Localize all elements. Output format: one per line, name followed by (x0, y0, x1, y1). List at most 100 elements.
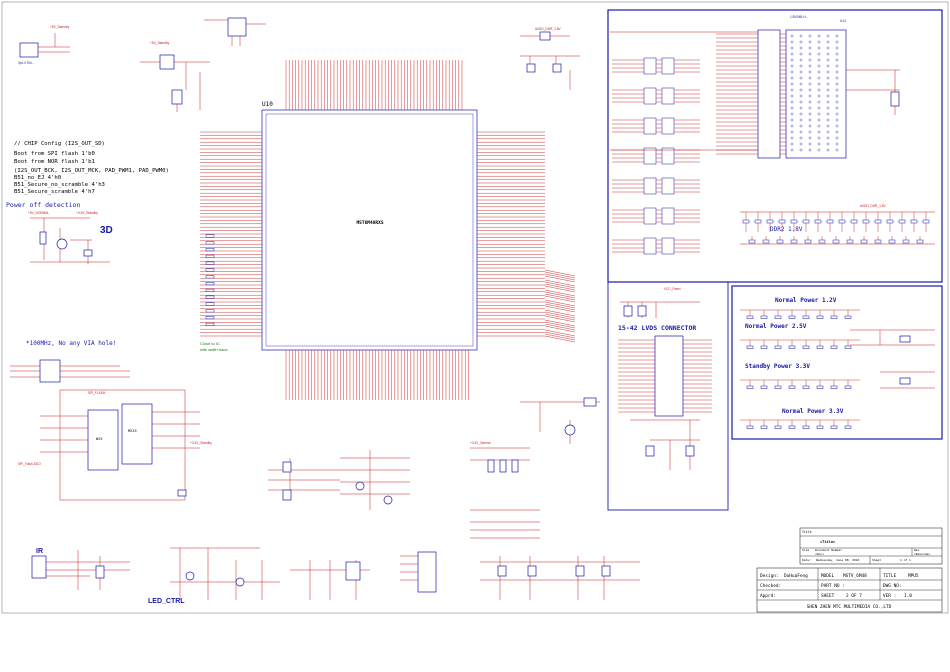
ball-pad (799, 100, 803, 104)
ball-pad (808, 118, 812, 122)
component (830, 385, 838, 389)
ball-pad (808, 64, 812, 68)
component (746, 315, 754, 319)
net-label: +3.3V_Normal (470, 441, 491, 445)
ir-led-circuits: IR LED_CTRL (31, 547, 640, 605)
component (643, 147, 657, 165)
switching-circuits: +3.3V_Normal (268, 397, 600, 539)
model-value: MSTV_6M48 (843, 573, 867, 579)
ball-pad (826, 142, 830, 146)
ball-pad (817, 94, 821, 98)
ball-pad (826, 100, 830, 104)
ball-pad (817, 148, 821, 152)
ball-pad (826, 40, 830, 44)
component (774, 425, 782, 429)
lvds-section: 15-42 LVDS CONNECTOR VCC_Panel (607, 281, 729, 511)
title-field-label: Title (802, 530, 812, 534)
ball-pad (808, 34, 812, 38)
ball-pad (817, 130, 821, 134)
ball-pad (790, 58, 794, 62)
ball-pad (826, 76, 830, 80)
ball-pad (790, 40, 794, 44)
title-field-value: <Title> (820, 540, 836, 544)
component (661, 237, 675, 255)
ball-pad (790, 142, 794, 146)
config-line: // CHIP Config (I2S_OUT_SD) (14, 141, 105, 147)
ball-pad (790, 136, 794, 140)
ball-pad (826, 58, 830, 62)
component (802, 315, 810, 319)
ball-pad (808, 70, 812, 74)
sheet-label: SHEET (821, 593, 835, 599)
ball-pad (835, 70, 839, 74)
ball-pad (790, 106, 794, 110)
component (766, 219, 774, 224)
power-title: Normal Power 1.2V (775, 297, 837, 304)
component (205, 282, 215, 286)
ball-pad (826, 52, 830, 56)
wire (544, 295, 576, 303)
component (661, 147, 675, 165)
ball-pad (826, 112, 830, 116)
component (788, 315, 796, 319)
ball-pad (826, 94, 830, 98)
component (205, 248, 215, 252)
ball-pad (799, 40, 803, 44)
ball-pad (817, 100, 821, 104)
component (661, 57, 675, 75)
wire (544, 291, 576, 299)
ball-pad (817, 52, 821, 56)
ball-pad (808, 148, 812, 152)
ball-pad (817, 142, 821, 146)
component (830, 315, 838, 319)
ball-pad (799, 34, 803, 38)
wire (544, 335, 576, 343)
component (643, 87, 657, 105)
component (922, 219, 930, 224)
ball-pad (826, 118, 830, 122)
power-title: Normal Power 3.3V (782, 408, 844, 415)
ball-pad (826, 82, 830, 86)
ball-pad (799, 88, 803, 92)
component (816, 315, 824, 319)
ball-pad (817, 40, 821, 44)
svg-text:3p1.0 Shi...: 3p1.0 Shi... (18, 61, 34, 65)
ir-label: IR (36, 548, 43, 555)
wire (544, 331, 576, 339)
component (760, 425, 768, 429)
ball-pad (799, 46, 803, 50)
main-ic: U10 MST6M48RXS (200, 60, 576, 400)
component (774, 315, 782, 319)
component (205, 302, 215, 306)
ball-pad (835, 136, 839, 140)
ball-pad (835, 52, 839, 56)
component (916, 239, 924, 244)
wire (544, 281, 576, 289)
svg-text:W25: W25 (96, 437, 103, 441)
component (804, 239, 812, 244)
component (802, 425, 810, 429)
ball-pad (835, 148, 839, 152)
component (205, 254, 215, 258)
approved-label: Apprd: (760, 593, 776, 599)
ball-pad (790, 34, 794, 38)
doc-value: <Doc> (815, 552, 824, 556)
ball-pad (826, 64, 830, 68)
ic-ref: U10 (262, 101, 273, 108)
date-label: Date: (802, 558, 811, 562)
ball-pad (799, 142, 803, 146)
ball-pad (808, 94, 812, 98)
ball-pad (817, 88, 821, 92)
svg-text:1.8V/MB-H...: 1.8V/MB-H... (790, 15, 808, 19)
ball-pad (835, 58, 839, 62)
wire (544, 329, 576, 337)
component (661, 87, 675, 105)
component (816, 425, 824, 429)
svg-text:AVDD_DDR_1.8V: AVDD_DDR_1.8V (535, 27, 562, 31)
component (205, 261, 215, 265)
component (661, 177, 675, 195)
close-note: Close to IC (200, 341, 220, 346)
ball-pad (799, 124, 803, 128)
svg-text:U14: U14 (840, 19, 846, 23)
